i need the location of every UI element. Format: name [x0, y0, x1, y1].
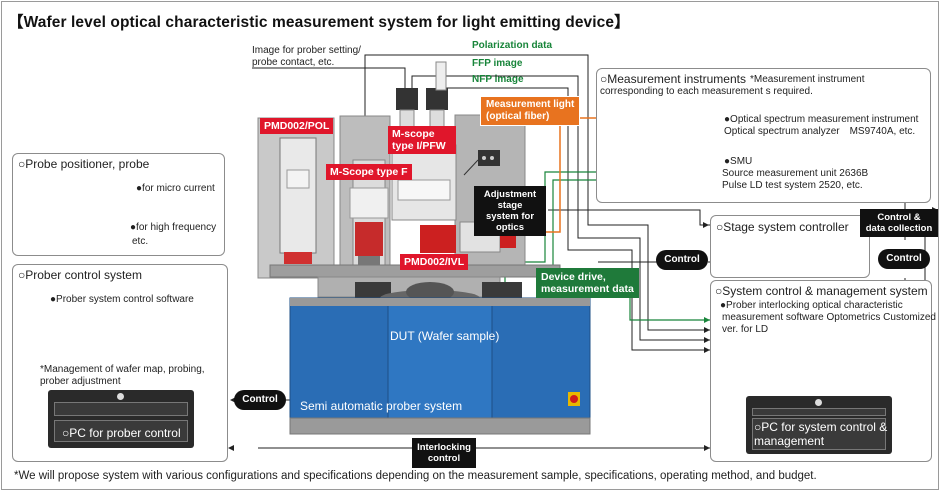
page-title: 【Wafer level optical characteristic meas… — [8, 14, 630, 31]
probe-positioner-panel — [12, 153, 225, 256]
prober-note-1: *Management of wafer map, probing, — [40, 364, 205, 375]
nfp-label: NFP image — [472, 74, 524, 85]
image-line — [252, 67, 406, 88]
control-badge-stage: Control — [656, 250, 708, 270]
meas-light-line2: (optical fiber) — [486, 111, 550, 122]
smu-label-3: Pulse LD test system 2520, etc. — [722, 180, 863, 191]
mscope-ipfw-line2: type I/PFW — [392, 140, 446, 152]
adj-stage-line1: Adjustment stage — [483, 189, 537, 211]
prober-pc-label: ○PC for prober control — [62, 426, 181, 440]
polarization-line — [364, 54, 710, 331]
device-drive-line2: measurement data — [541, 283, 634, 295]
measurement-title: ○Measurement instruments — [600, 72, 746, 86]
management-title: ○System control & management system — [715, 284, 928, 298]
stage-controller-panel — [710, 215, 870, 278]
polarization-label: Polarization data — [472, 40, 553, 51]
pc-power-led — [117, 393, 124, 400]
control-badge-mgmt: Control — [878, 249, 930, 269]
mscope-ipfw-label: M-scope type I/PFW — [388, 126, 456, 154]
mgmt-pc-led — [815, 399, 822, 406]
measurement-note-2: corresponding to each measurement s requ… — [600, 86, 813, 97]
prober-pc: ○PC for prober control — [48, 390, 194, 448]
osa-label-2: Optical spectrum analyzer MS9740A, etc. — [724, 126, 916, 137]
green-line-2 — [629, 292, 710, 321]
probe-panel-title: ○Probe positioner, probe — [18, 157, 150, 171]
high-frequency-label: ●for high frequency — [130, 222, 217, 233]
control-data-line2: data collection — [865, 223, 933, 234]
osa-label-1: ●Optical spectrum measurement instrument — [724, 114, 919, 125]
control-data-line1: Control & — [877, 212, 921, 223]
management-pc: ○PC for system control & management — [746, 396, 892, 454]
measurement-instruments-panel — [596, 68, 931, 203]
mscope-f-label: M-Scope type F — [326, 164, 412, 180]
smu-label-2: Source measurement unit 2636B — [722, 168, 869, 179]
mgmt-sw-1: ●Prober interlocking optical characteris… — [720, 300, 903, 311]
mgmt-pc-label-2: management — [754, 434, 825, 448]
control-data-collection-badge: Control & data collection — [860, 209, 938, 237]
ffp-label: FFP image — [472, 58, 523, 69]
mgmt-pc-label-1: ○PC for system control & — [754, 420, 888, 434]
interlock-line2: control — [427, 453, 461, 464]
prober-control-title: ○Prober control system — [18, 268, 142, 282]
meas-light-line1: Measurement light — [486, 99, 575, 110]
image-note-1: Image for prober setting/ — [252, 45, 361, 56]
measurement-note-1: *Measurement instrument — [750, 74, 865, 85]
prober-note-2: prober adjustment — [40, 376, 121, 387]
ffp-line — [411, 75, 710, 341]
control-badge-left: Control — [234, 390, 286, 410]
image-note-2: probe contact, etc. — [252, 57, 335, 68]
prober-system-label: Semi automatic prober system — [300, 399, 463, 413]
stage-controller-title: ○Stage system controller — [716, 220, 849, 234]
adj-line — [548, 209, 710, 226]
mgmt-sw-3: ver. for LD — [722, 324, 769, 335]
device-drive-label: Device drive, measurement data — [536, 268, 639, 298]
adj-stage-line2: system for optics — [485, 211, 535, 233]
pmd-pol-label: PMD002/POL — [260, 118, 334, 134]
micro-current-label: ●for micro current — [136, 183, 215, 194]
adjustment-stage-label: Adjustment stage system for optics — [474, 186, 546, 236]
mscope-ipfw-line1: M-scope — [392, 128, 435, 140]
footnote: *We will propose system with various con… — [14, 470, 817, 482]
measurement-light-label: Measurement light (optical fiber) — [480, 96, 581, 126]
pmd-ivl-label: PMD002/IVL — [400, 254, 469, 270]
mgmt-sw-2: measurement software Optometrics Customi… — [722, 312, 936, 323]
dut-label: DUT (Wafer sample) — [390, 329, 500, 343]
interlock-line1: Interlocking — [417, 442, 471, 453]
smu-label-1: ●SMU — [724, 156, 753, 167]
high-frequency-etc: etc. — [132, 236, 149, 247]
interlocking-badge: Interlocking control — [412, 438, 476, 468]
device-drive-line1: Device drive, — [541, 271, 606, 283]
prober-software-label: ●Prober system control software — [50, 294, 194, 305]
